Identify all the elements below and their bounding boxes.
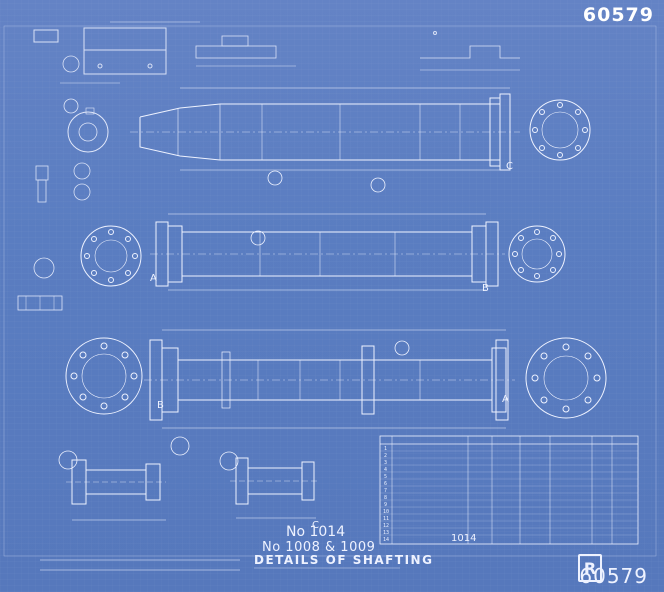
table-row-no: 12 — [383, 523, 390, 529]
mid-stamp: 1014 — [451, 533, 477, 544]
propeller-shaft — [130, 87, 520, 193]
table-row-no: 5 — [384, 474, 388, 480]
view-label-b-left: B — [157, 400, 164, 411]
table-row-no: 3 — [384, 460, 388, 466]
coupling-bolt-small — [35, 162, 91, 203]
view-label-b-mid: B — [482, 283, 489, 294]
view-label-a-right: A — [502, 394, 509, 405]
coupling-plate — [17, 257, 63, 311]
thrust-flange-left — [65, 337, 143, 415]
propeller-nut — [63, 98, 109, 153]
table-row-no: 1 — [384, 446, 388, 452]
table-row-no: 2 — [384, 453, 388, 459]
thrust-flange-right — [525, 337, 607, 419]
parts-table — [379, 435, 639, 545]
shaft-section-strip — [40, 559, 240, 571]
view-label-c-top: C — [506, 161, 513, 172]
table-row-no: 8 — [384, 495, 388, 501]
table-row-no: 9 — [384, 502, 388, 508]
keyway-detail — [195, 35, 296, 67]
title-yard-numbers: No 1008 & 1009 — [262, 540, 376, 555]
intermediate-flange-right — [508, 225, 566, 283]
table-row-no: 13 — [383, 530, 390, 536]
title-yard-number: No 1014 — [286, 524, 346, 540]
table-row-no: 7 — [384, 488, 388, 494]
intermediate-flange-left — [80, 225, 142, 287]
thrust-coupling-face — [529, 99, 591, 161]
intermediate-shaft — [150, 213, 505, 291]
view-label-c-bottom: C — [312, 520, 319, 531]
sheet-number-bottom: 60579 — [579, 564, 648, 588]
table-row-no: 10 — [383, 509, 390, 515]
propeller-key-detail — [33, 21, 200, 84]
table-row-no: 6 — [384, 481, 388, 487]
table-row-no: 11 — [383, 516, 390, 522]
thrust-shaft — [144, 329, 515, 429]
bolts-couplings-ab — [58, 436, 190, 521]
page-title: DETAILS OF SHAFTING — [254, 553, 434, 567]
coupling-end-detail — [420, 31, 520, 71]
bolts-coupling-c — [219, 451, 320, 519]
table-row-no: 14 — [383, 537, 390, 543]
drawing-office-logo: R — [578, 554, 602, 582]
table-row-no: 4 — [384, 467, 388, 473]
view-label-a-mid: A — [150, 273, 157, 284]
sheet-number-top: 60579 — [582, 4, 654, 26]
